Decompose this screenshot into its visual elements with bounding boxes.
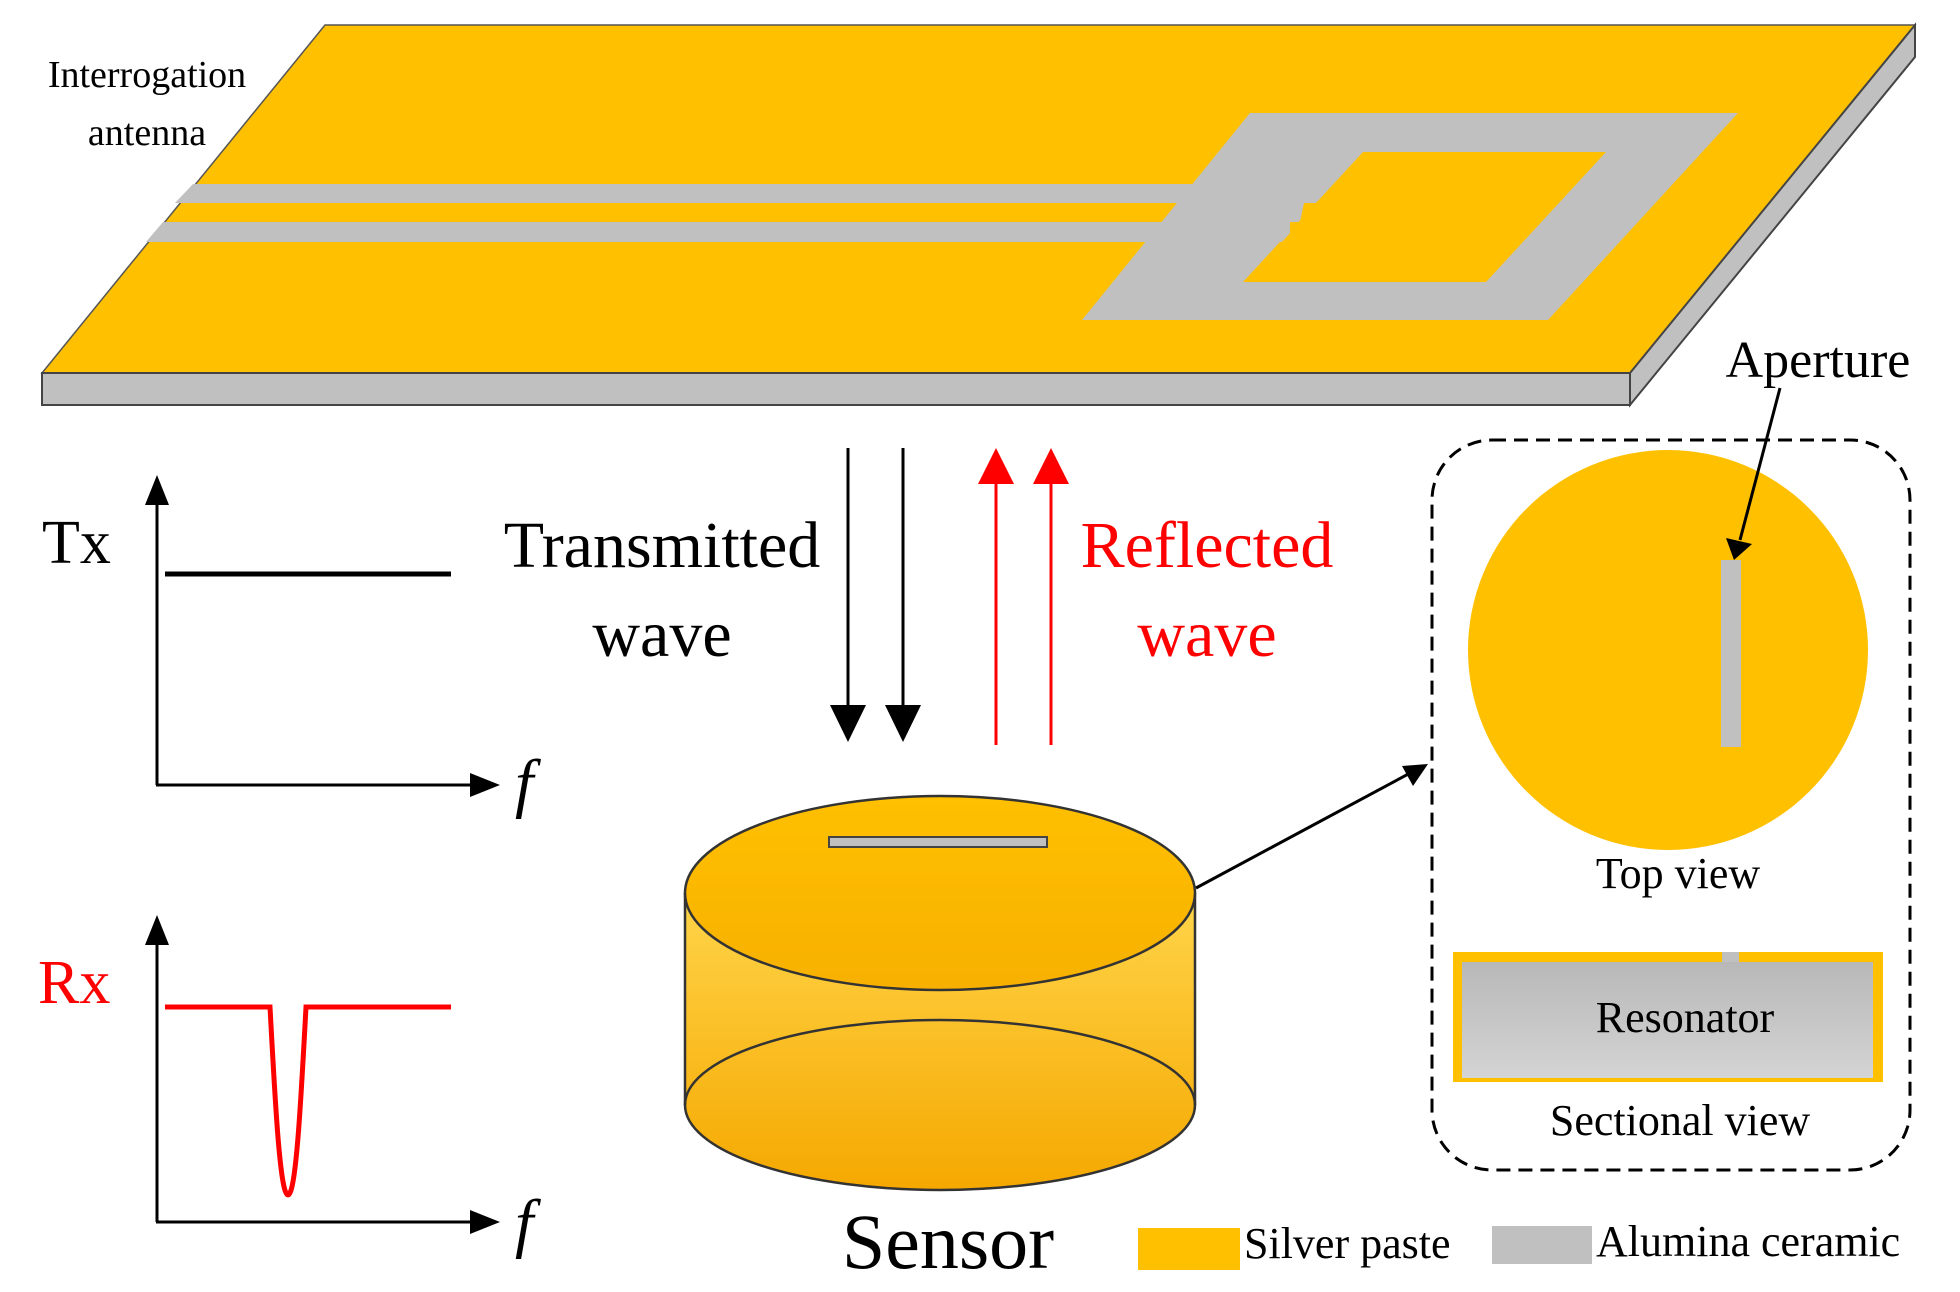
top-view-label: Top view (1596, 849, 1761, 898)
legend-swatch-silver-paste (1138, 1228, 1240, 1270)
transmitted-label-line2: wave (592, 598, 731, 671)
sensor-cylinder-bottom-front (683, 1104, 1197, 1192)
sectional-view-aperture-gap (1722, 952, 1739, 962)
sectional-view-resonator (1462, 962, 1873, 1078)
antenna-board-front-edge (41, 372, 1631, 406)
antenna-feed-line-lower (146, 222, 1300, 242)
rx-label: Rx (38, 949, 110, 1017)
reflected-arrows (978, 448, 1069, 745)
sensor-to-detail-arrow (1195, 770, 1413, 890)
rx-signal-line (165, 1004, 451, 1198)
tx-y-axis-arrowhead (145, 475, 169, 505)
transmitted-arrowhead-2 (885, 705, 921, 742)
tx-x-axis-label: f (515, 747, 541, 820)
legend: Silver paste Alumina ceramic (1138, 1217, 1900, 1270)
aperture-pointer-arrowhead (1726, 538, 1752, 560)
sensor-cylinder-top (683, 794, 1197, 992)
rx-graph (145, 915, 500, 1234)
antenna-label-line2: antenna (88, 112, 206, 154)
top-view-aperture (1721, 560, 1741, 747)
resonator-label: Resonator (1596, 993, 1775, 1042)
antenna-feed-line-upper (175, 184, 1260, 203)
rx-y-axis-arrowhead (145, 915, 169, 945)
legend-label-silver-paste: Silver paste (1244, 1219, 1451, 1268)
sensor-label: Sensor (842, 1198, 1054, 1285)
reflected-label-line1: Reflected (1081, 509, 1334, 582)
transmitted-label-line1: Transmitted (504, 509, 821, 582)
reflected-arrowhead-1 (978, 448, 1014, 484)
sectional-view-label: Sectional view (1550, 1096, 1810, 1145)
antenna-board (40, 22, 1917, 408)
transmitted-arrows (830, 448, 921, 742)
rx-x-axis-label: f (515, 1187, 541, 1260)
sensor-cylinder (683, 794, 1197, 1192)
reflected-arrowhead-2 (1033, 448, 1069, 484)
sensor-to-detail-arrowhead (1402, 764, 1428, 786)
sensor-cylinder-bottom-rim (683, 1018, 1197, 1106)
tx-graph (145, 475, 500, 797)
legend-label-alumina-ceramic: Alumina ceramic (1596, 1217, 1900, 1266)
reflected-label-line2: wave (1137, 598, 1276, 671)
antenna-slot (1290, 203, 1345, 248)
legend-swatch-alumina-ceramic (1492, 1226, 1592, 1264)
antenna-label-line1: Interrogation (48, 54, 246, 96)
top-view-disk (1468, 450, 1868, 850)
detail-box (1430, 438, 1912, 1172)
aperture-pointer-arrow (1738, 387, 1782, 541)
tx-label: Tx (42, 509, 111, 577)
antenna-square-loop (1082, 113, 1738, 320)
tx-x-axis-arrowhead (470, 773, 500, 797)
sensor-aperture-slot (828, 836, 1048, 848)
rx-x-axis-arrowhead (470, 1210, 500, 1234)
antenna-board-side-edge (1629, 22, 1916, 408)
aperture-label: Aperture (1726, 332, 1911, 389)
transmitted-arrowhead-1 (830, 705, 866, 742)
